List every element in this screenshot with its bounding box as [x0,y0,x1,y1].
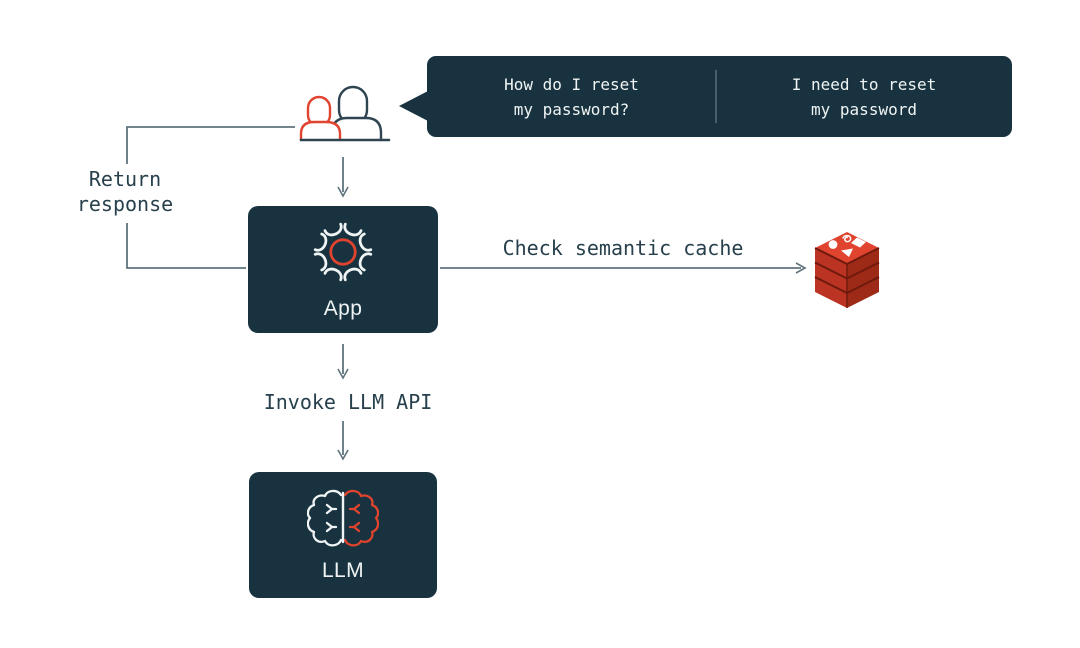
invoke-llm-api-label: Invoke LLM API [263,390,433,414]
app-node-label: App [323,297,363,320]
query-a-line1: How do I reset [504,74,639,94]
speech-tail-icon [399,91,428,121]
query-a-line2: my password? [513,99,630,119]
return-path-lower [126,223,246,269]
llm-node: LLM [249,472,437,598]
query-b-line1: I need to reset [791,74,937,94]
query-variant-a: How do I reset my password? [427,72,716,122]
bubble-divider [715,70,717,123]
app-node: App [248,206,438,333]
user-query-bubble: How do I reset my password? I need to re… [399,56,1012,137]
query-b-line2: my password [811,99,917,119]
arrowhead-users-to-app [337,186,349,198]
return-path-upper [126,126,295,164]
gear-icon [313,222,373,282]
query-variant-b: I need to reset my password [716,72,1012,122]
return-response-line1: Return [88,167,162,191]
users-icon [299,85,391,142]
arrowhead-app-to-cache [795,262,807,274]
return-response-line2: response [76,192,174,216]
llm-node-label: LLM [321,558,365,582]
arrowhead-app-to-invoke [337,368,349,380]
return-response-label: Return response [52,167,198,217]
redis-cube-icon [814,232,880,308]
check-semantic-cache-label: Check semantic cache [502,236,744,260]
arrowhead-invoke-to-llm [337,449,349,461]
brain-icon [307,489,379,547]
